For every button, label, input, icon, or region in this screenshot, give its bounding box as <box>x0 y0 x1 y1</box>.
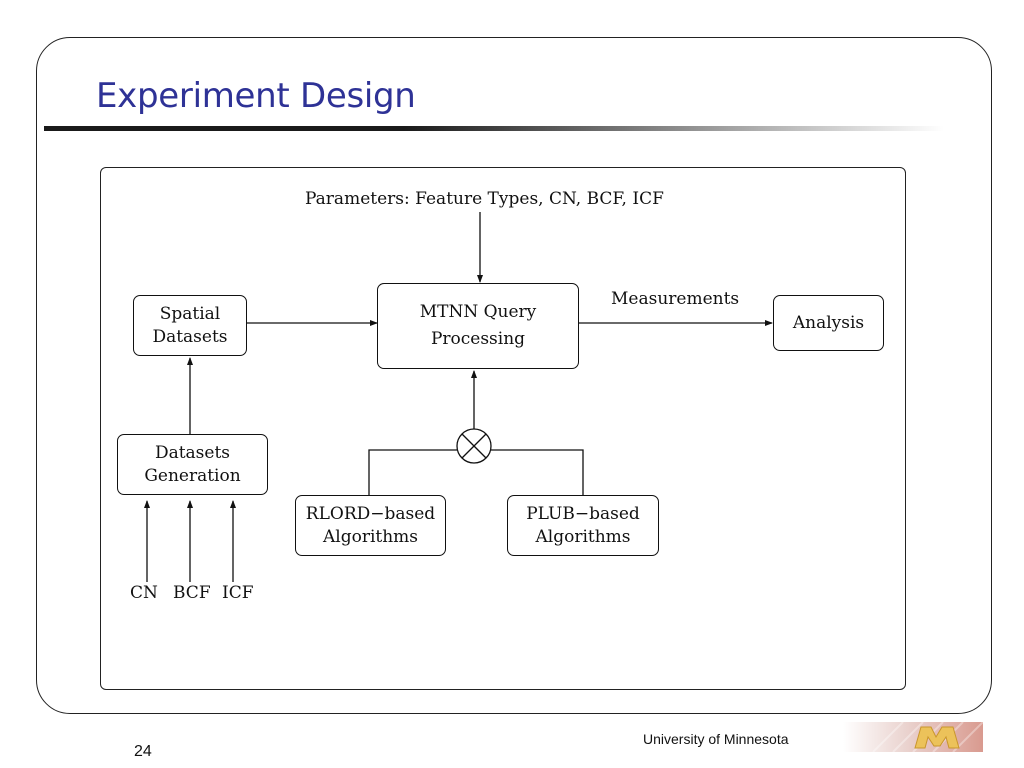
datasets-generation-box: Datasets Generation <box>117 434 268 495</box>
input-cn-label: CN <box>130 583 158 603</box>
page-number: 24 <box>134 743 152 760</box>
diagram-connectors <box>144 212 773 582</box>
diagram-frame: Parameters: Feature Types, CN, BCF, ICF … <box>100 167 906 690</box>
analysis-label: Analysis <box>792 312 865 333</box>
mtnn-line-1: MTNN Query <box>419 302 537 322</box>
rlord-line-2: Algorithms <box>322 526 419 547</box>
spatial-datasets-line-1: Spatial <box>159 303 221 324</box>
footer-university: University of Minnesota <box>643 731 789 747</box>
parameters-label: Parameters: Feature Types, CN, BCF, ICF <box>305 189 664 209</box>
plub-based-algorithms-box: PLUB−based Algorithms <box>507 495 659 556</box>
rlord-line-1: RLORD−based <box>305 503 436 524</box>
connector-rlord-to-combiner <box>368 449 457 495</box>
measurements-label: Measurements <box>611 289 740 309</box>
slide-title: Experiment Design <box>96 76 416 116</box>
title-underline <box>44 126 944 131</box>
analysis-box: Analysis <box>773 295 884 351</box>
plub-line-2: Algorithms <box>535 526 631 547</box>
block-m-logo-icon <box>914 726 960 749</box>
spatial-datasets-line-2: Datasets <box>152 326 228 347</box>
input-icf-label: ICF <box>222 583 254 603</box>
university-logo-band <box>843 722 983 752</box>
input-bcf-label: BCF <box>173 583 211 603</box>
datasets-generation-line-1: Datasets <box>154 442 231 463</box>
spatial-datasets-box: Spatial Datasets <box>133 295 247 356</box>
mtnn-line-2: Processing <box>430 329 526 349</box>
combiner-icon <box>456 428 492 464</box>
connector-plub-to-combiner <box>491 449 584 495</box>
plub-line-1: PLUB−based <box>526 503 640 524</box>
rlord-based-algorithms-box: RLORD−based Algorithms <box>295 495 446 556</box>
mtnn-query-processing-box: MTNN Query Processing <box>377 283 579 369</box>
datasets-generation-line-2: Generation <box>144 465 241 486</box>
